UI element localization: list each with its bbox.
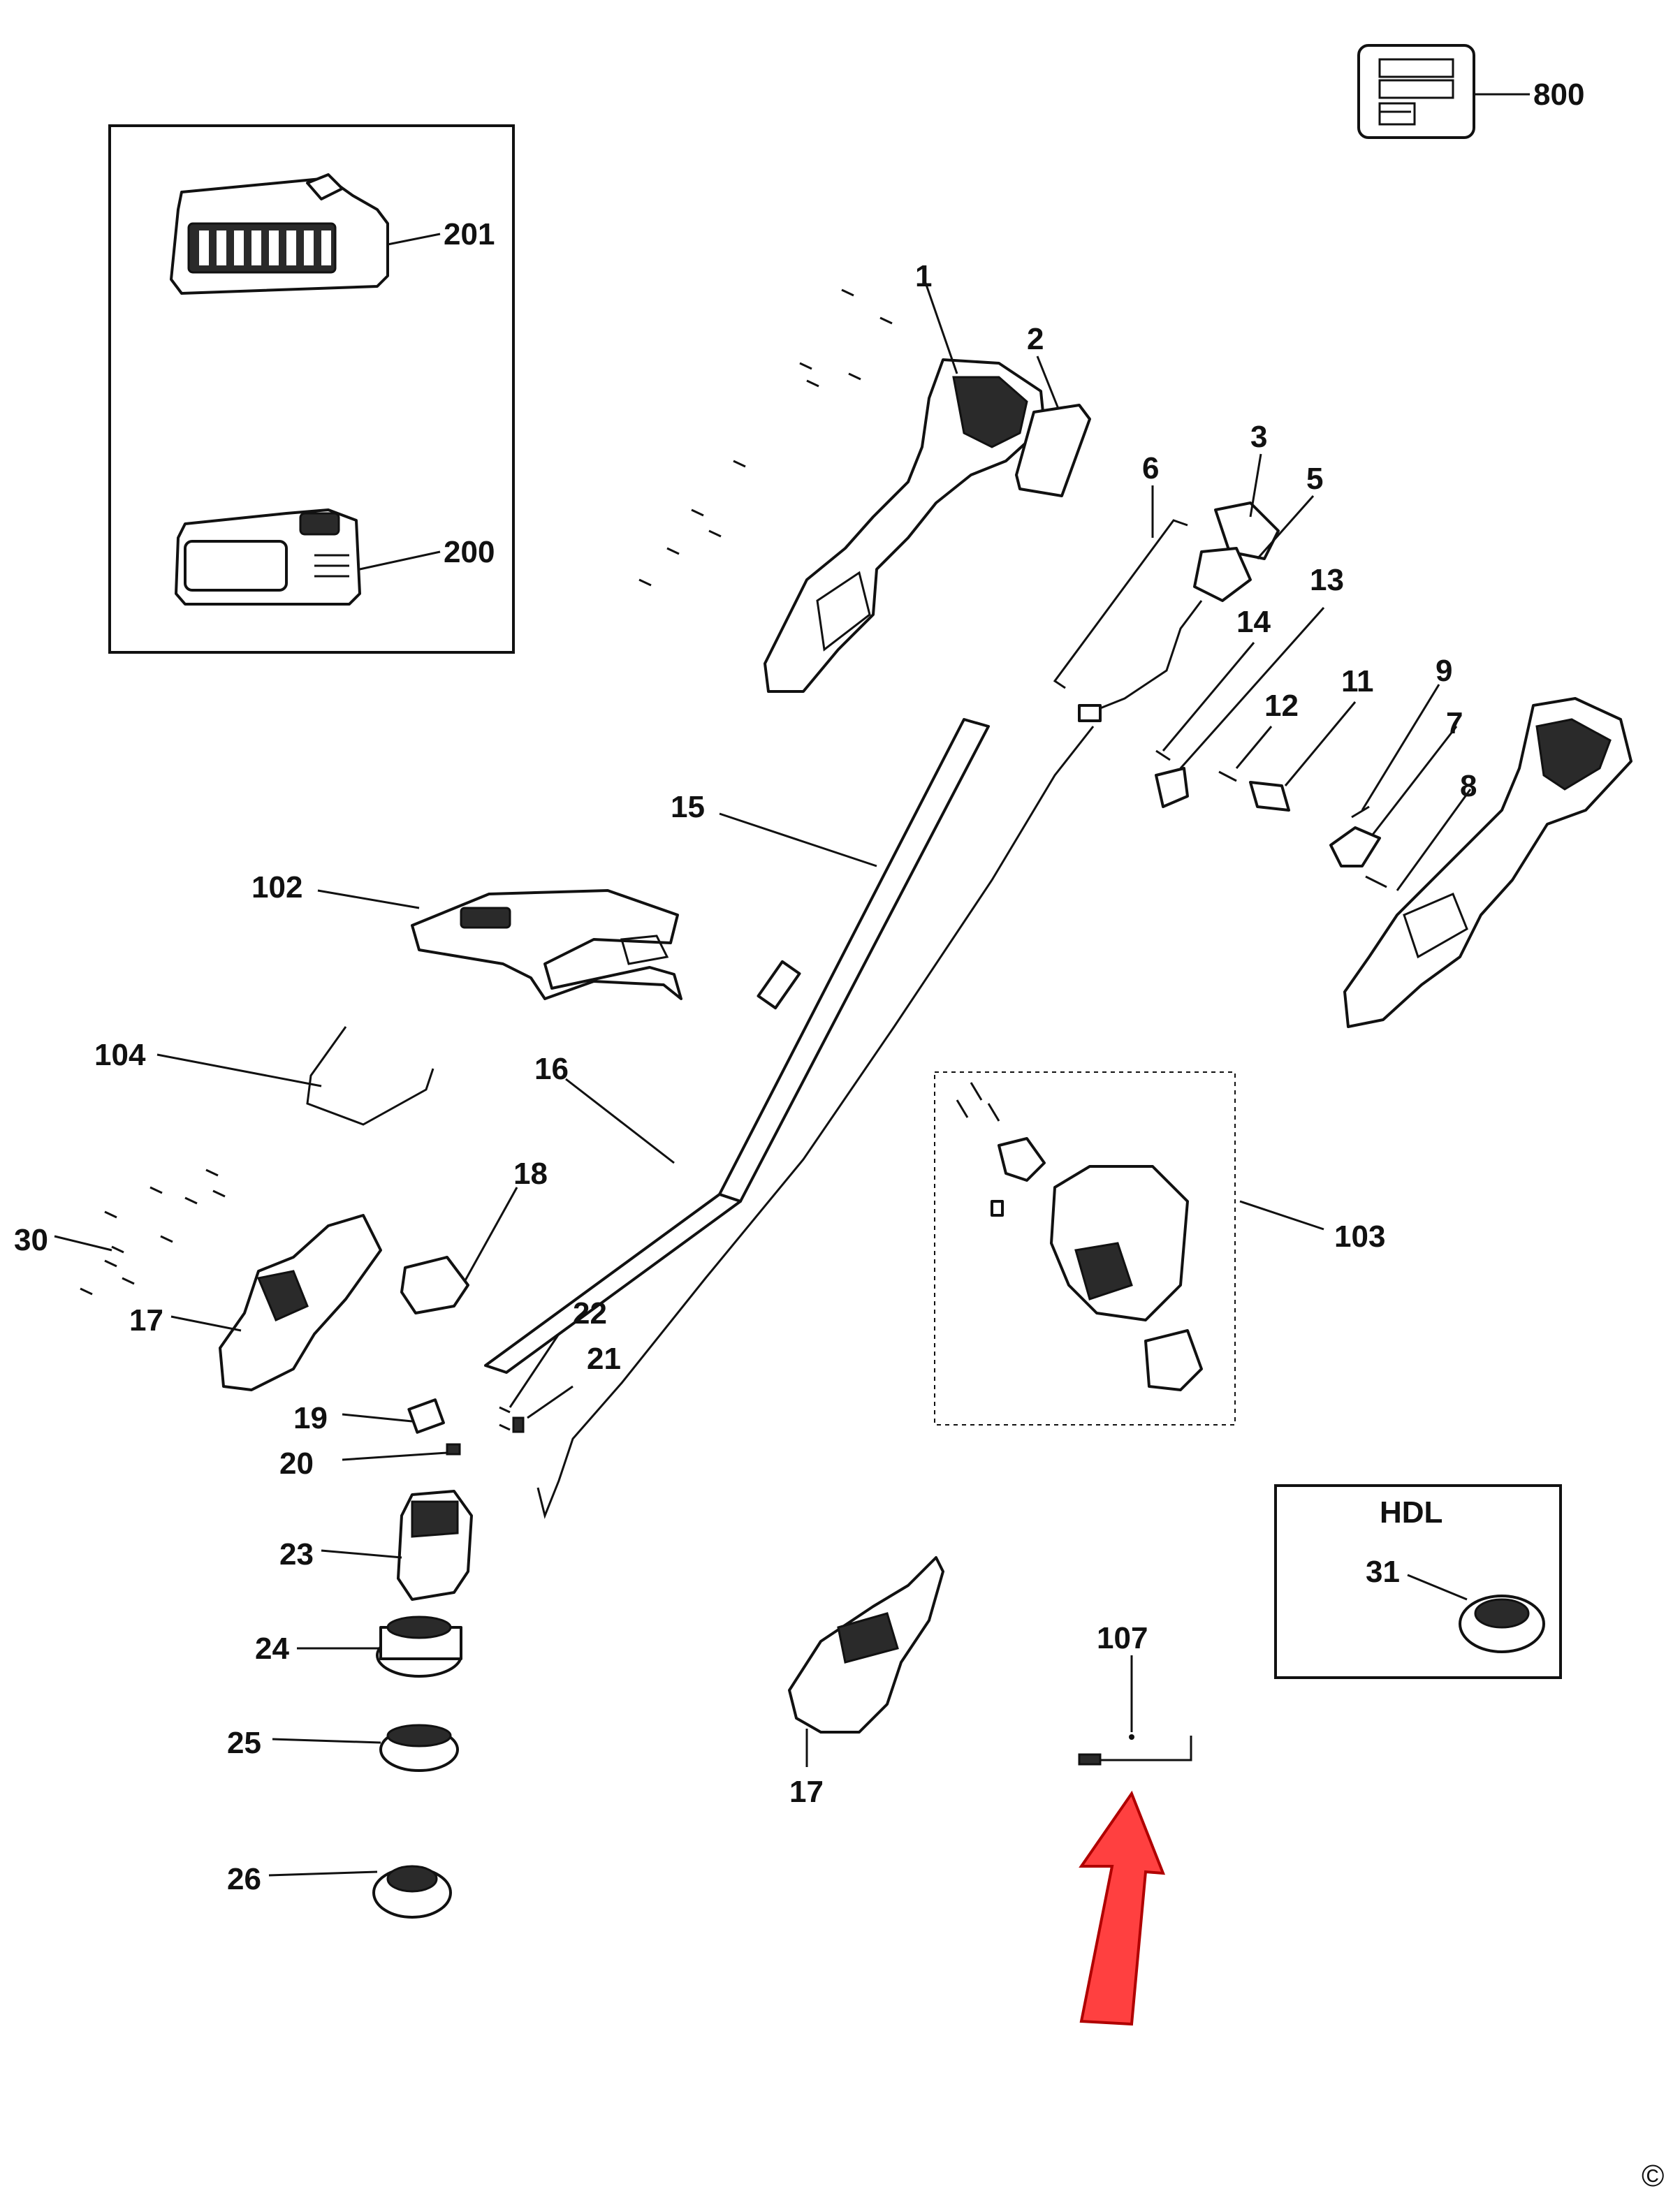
motor-housing-left-part — [219, 1214, 382, 1391]
label-18: 18 — [513, 1157, 548, 1191]
rear-handle-part — [1343, 697, 1632, 1028]
shaft-tube-part — [484, 718, 990, 1374]
label-21: 21 — [587, 1342, 621, 1376]
pin-part — [1155, 749, 1171, 761]
label-15: 15 — [671, 790, 705, 824]
label-103: 103 — [1334, 1219, 1385, 1254]
motor-cap-part — [400, 1256, 469, 1314]
cable-part — [536, 726, 1095, 1519]
grip-pad-part — [1015, 404, 1091, 497]
label-7: 7 — [1446, 706, 1463, 740]
label-23: 23 — [279, 1537, 314, 1571]
charger-battery-box — [108, 124, 515, 654]
label-12: 12 — [1264, 689, 1299, 723]
label-25: 25 — [227, 1726, 261, 1760]
hdl-title: HDL — [1380, 1495, 1442, 1530]
switch-assembly-part — [1078, 501, 1280, 722]
label-24: 24 — [255, 1632, 289, 1666]
guard-part — [411, 889, 682, 1000]
screw-set — [638, 288, 893, 587]
connector-part — [407, 1398, 445, 1434]
motor-part — [397, 1490, 473, 1601]
hex-key-part — [1078, 1734, 1192, 1766]
spring-part — [446, 1443, 461, 1456]
label-16: 16 — [534, 1052, 569, 1086]
small-pin-part — [1218, 770, 1237, 782]
bail-wire-part — [306, 1026, 434, 1126]
lock-lever-part — [1329, 826, 1381, 867]
battery-part — [175, 508, 361, 606]
label-6: 6 — [1142, 451, 1159, 485]
label-11: 11 — [1341, 664, 1374, 698]
hdl-box — [1274, 1484, 1562, 1679]
label-1: 1 — [915, 259, 932, 293]
label-2: 2 — [1027, 322, 1044, 356]
spool-cap-part — [372, 1865, 452, 1919]
label-17b: 17 — [789, 1775, 824, 1809]
label-107: 107 — [1097, 1621, 1148, 1655]
label-8: 8 — [1460, 769, 1477, 803]
copyright-mark: © — [1642, 2159, 1664, 2193]
label-200: 200 — [444, 535, 495, 569]
motor-housing-bottom-part — [788, 1556, 944, 1734]
label-30: 30 — [14, 1223, 48, 1257]
spool-housing-part — [376, 1615, 462, 1678]
callout-labels: 800 201 200 1 2 3 5 6 13 14 12 11 9 7 8 … — [14, 78, 1664, 2193]
label-102: 102 — [251, 870, 302, 904]
label-31: 31 — [1366, 1555, 1400, 1589]
label-800: 800 — [1533, 78, 1584, 112]
highlight-arrow — [1079, 1790, 1166, 2026]
cap-part — [1155, 767, 1189, 808]
label-17a: 17 — [129, 1303, 163, 1338]
screw-set-left — [80, 1168, 226, 1296]
charger-part — [170, 173, 389, 295]
handle-kit-box — [934, 1071, 1236, 1426]
trigger-part — [1249, 781, 1290, 812]
label-14: 14 — [1236, 605, 1271, 639]
label-9: 9 — [1436, 654, 1452, 688]
manual-icon — [1357, 44, 1530, 139]
label-201: 201 — [444, 217, 495, 251]
label-5: 5 — [1306, 462, 1323, 496]
rod-part — [1053, 519, 1188, 689]
label-26: 26 — [227, 1862, 261, 1896]
spool-part — [379, 1724, 459, 1772]
label-22: 22 — [573, 1296, 607, 1331]
label-13: 13 — [1310, 563, 1344, 597]
label-104: 104 — [94, 1038, 146, 1072]
label-3: 3 — [1250, 420, 1267, 454]
main-handle-part — [764, 358, 1046, 693]
label-19: 19 — [293, 1401, 328, 1435]
label-20: 20 — [279, 1446, 314, 1481]
